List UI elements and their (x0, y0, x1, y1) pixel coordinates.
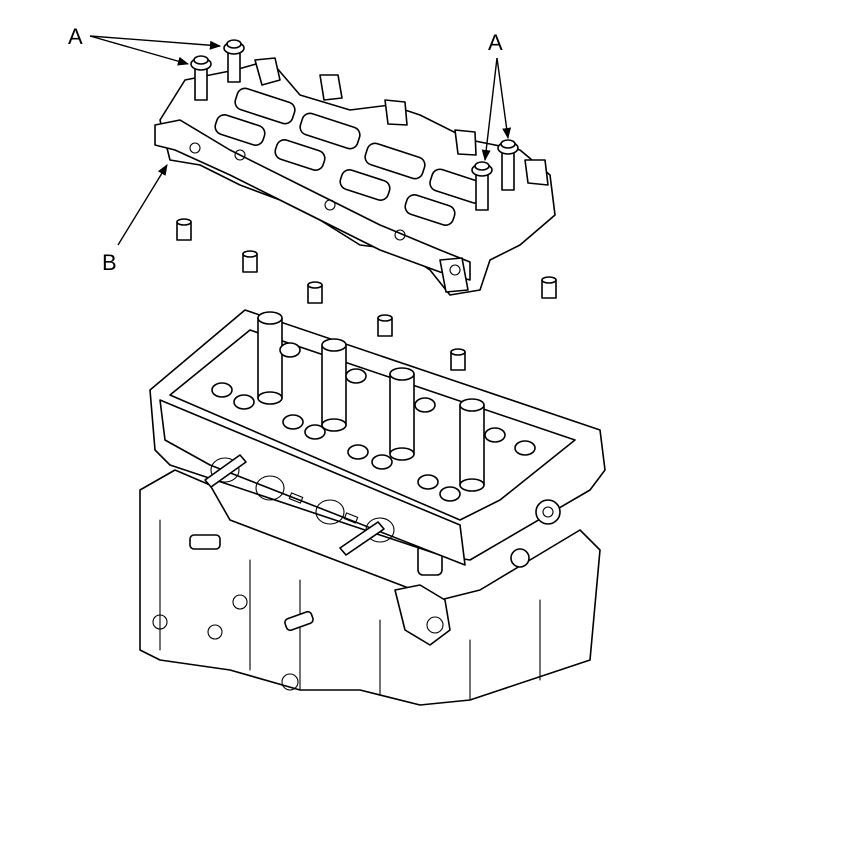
dowel-pin (541, 276, 557, 299)
callouts: A A B (68, 24, 512, 275)
dowel-pin (450, 348, 466, 371)
bolt-a-left-1 (190, 55, 212, 101)
dowel-pin (307, 281, 323, 304)
valve-springs (211, 342, 536, 502)
bolt-a-right-2 (497, 139, 519, 191)
dowel-pins (176, 218, 557, 371)
label-b: B (102, 250, 117, 275)
dowel-pin (176, 218, 192, 241)
label-a-right: A (488, 30, 503, 55)
valve-tool (459, 398, 485, 492)
dowel-pin (242, 250, 258, 273)
cylinder-head (149, 309, 606, 568)
label-a-left: A (68, 24, 83, 49)
dowel-pin (377, 314, 393, 337)
valve-tool (257, 311, 283, 405)
rocker-arms (214, 87, 486, 226)
valve-tool (321, 338, 347, 432)
valve-tools (257, 311, 485, 492)
bolt-a-left-2 (223, 39, 245, 83)
valve-tool (389, 367, 415, 461)
bolt-a-right-1 (471, 161, 493, 211)
rocker-arm-assembly (154, 39, 556, 296)
